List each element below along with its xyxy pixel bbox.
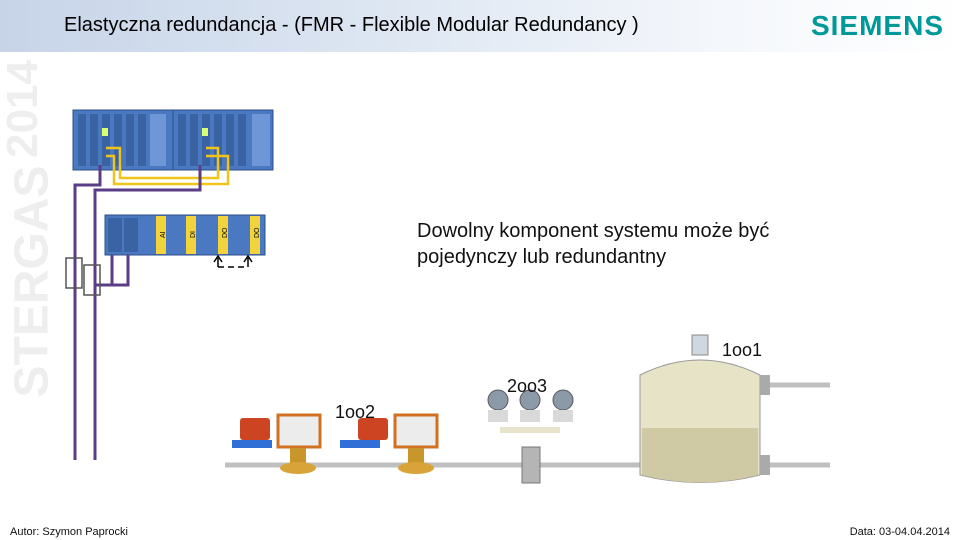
module-do-1: DO <box>222 227 229 238</box>
label-2oo3: 2oo3 <box>507 376 548 396</box>
description: Dowolny komponent systemu może być pojed… <box>417 218 769 270</box>
plc-rack-2 <box>172 109 274 171</box>
footer-author: Autor: Szymon Paprocki <box>10 526 128 538</box>
module-do-2: DO <box>254 227 261 238</box>
tank <box>639 334 770 483</box>
title-bar: Elastyczna redundancja - (FMR - Flexible… <box>0 0 960 52</box>
transmitters <box>487 389 574 484</box>
module-di: DI <box>190 231 197 238</box>
footer-date: Data: 03-04.04.2014 <box>849 526 950 538</box>
io-station <box>104 214 266 256</box>
module-ai: AI <box>160 231 167 238</box>
slide-title: Elastyczna redundancja - (FMR - Flexible… <box>64 14 639 36</box>
valve-1 <box>232 413 322 474</box>
label-1oo1: 1oo1 <box>722 340 763 360</box>
description-line-1: Dowolny komponent systemu może być <box>417 220 770 242</box>
plc-rack-1 <box>72 109 174 171</box>
label-1oo2: 1oo2 <box>335 402 376 422</box>
siemens-logo: SIEMENS <box>810 10 944 41</box>
description-line-2: pojedynczy lub redundantny <box>417 246 667 268</box>
valve-2 <box>340 413 439 474</box>
